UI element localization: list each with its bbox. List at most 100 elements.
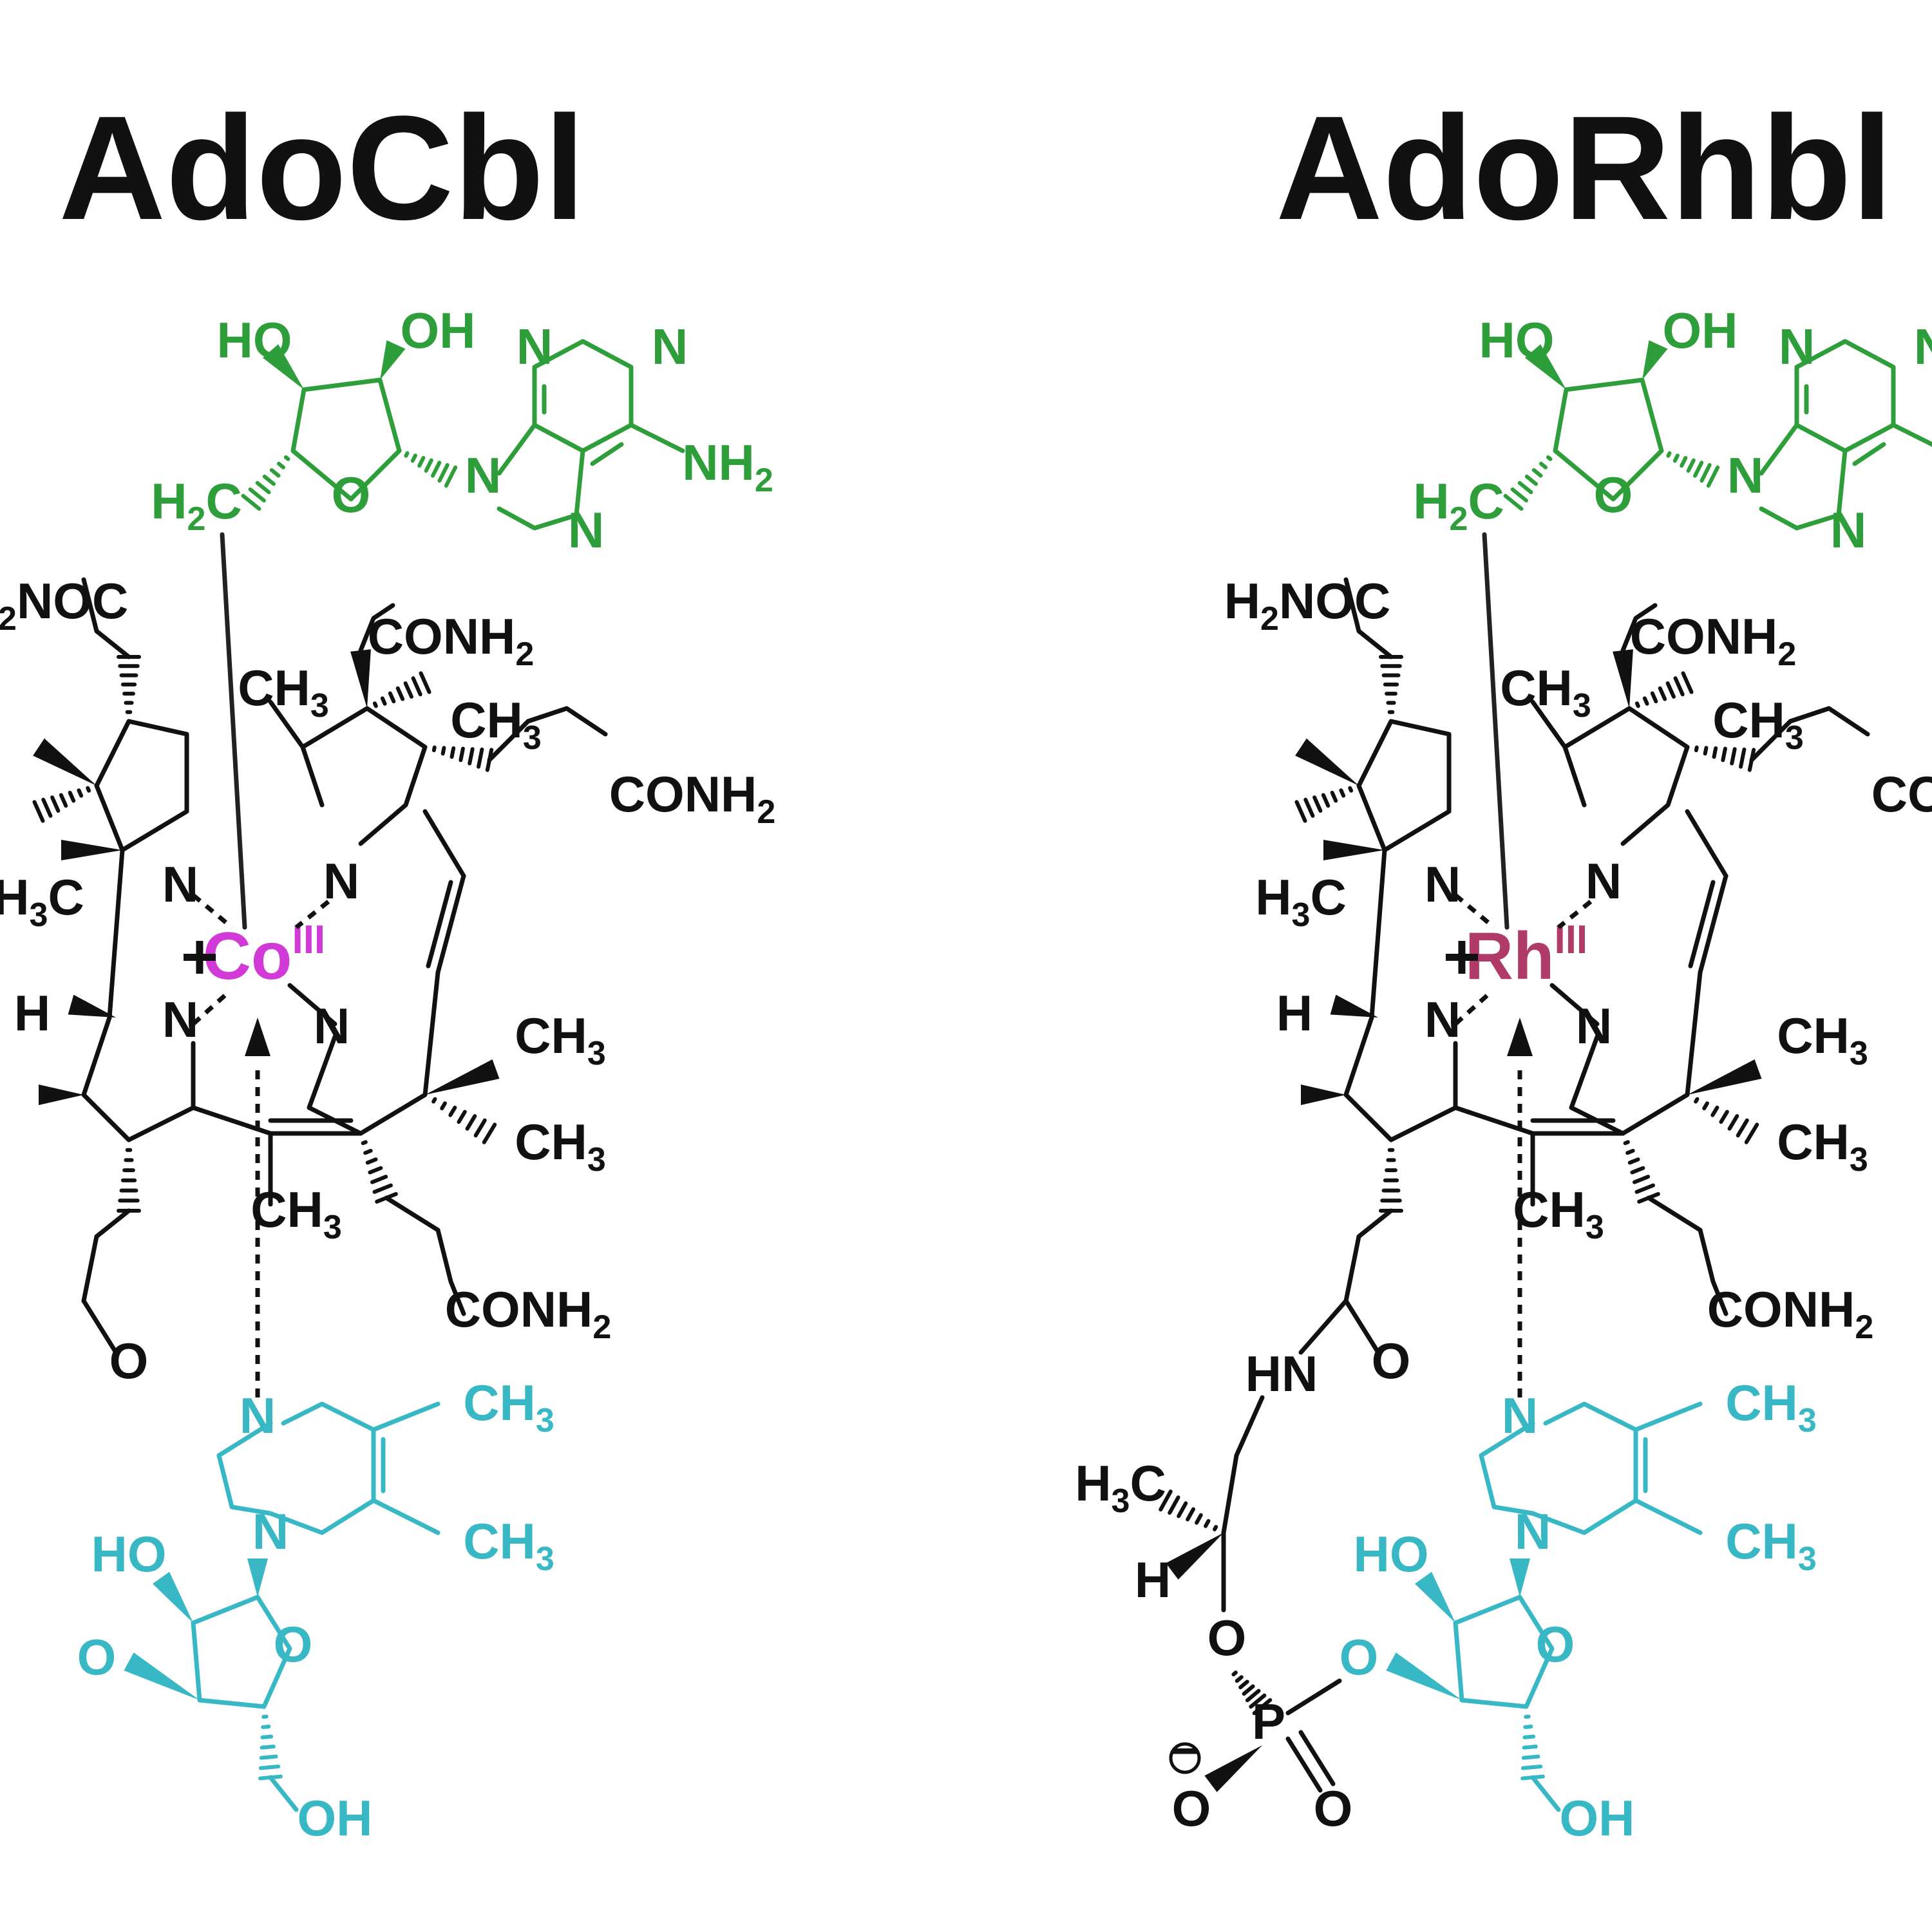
bond	[268, 1775, 299, 1812]
label-part: H	[0, 869, 30, 925]
hash-bond	[1623, 1140, 1660, 1204]
hash-stroke	[370, 1175, 388, 1184]
hydroxyl-label: HO	[1354, 1526, 1429, 1582]
ribose-oxygen: O	[1594, 466, 1633, 523]
label-part: CONH	[445, 1281, 593, 1338]
subscript: 3	[536, 1402, 554, 1439]
hash-stroke	[1521, 1754, 1540, 1760]
amide-label: CONH2	[1707, 1281, 1874, 1346]
hash-stroke	[1686, 458, 1696, 473]
subscript: 3	[536, 1540, 554, 1578]
hash-bond	[117, 1148, 141, 1213]
wedge-bond	[1642, 340, 1668, 380]
label-part: H	[1224, 573, 1260, 629]
hash-stroke	[431, 460, 442, 478]
corrin-ring: NNNNRhIII+H2NOCH3CHOCH3CONH2CH3CONH2CH3C…	[1224, 573, 1932, 1389]
hash-bond	[1503, 455, 1553, 511]
nitrogen-label: N	[652, 318, 688, 375]
hash-stroke	[1727, 1114, 1739, 1131]
hash-bond	[1159, 1490, 1218, 1531]
hash-stroke	[1658, 686, 1667, 701]
subscript: 3	[1573, 687, 1591, 724]
label-part: OH	[298, 1790, 373, 1846]
nitrogen-label: N	[1425, 856, 1461, 913]
subscript: 3	[587, 1141, 606, 1179]
pyrimidine-ring	[1794, 339, 1896, 453]
label-part: N	[162, 856, 198, 913]
double-bond	[590, 442, 624, 466]
bond	[1530, 1775, 1561, 1812]
hash-stroke	[1531, 468, 1543, 478]
bond	[1685, 809, 1728, 878]
bond	[1285, 1678, 1342, 1716]
ado-metal-bond	[1482, 532, 1510, 930]
hash-stroke	[1625, 1148, 1635, 1155]
hash-stroke	[444, 465, 458, 488]
hash-stroke	[1252, 1698, 1273, 1716]
amide-label: CONH2	[609, 766, 776, 831]
bond	[1234, 1395, 1265, 1458]
label-part: C	[1468, 473, 1504, 529]
label-part: NOC	[17, 573, 128, 629]
nitrogen-label: N	[314, 998, 350, 1054]
metal-center: RhIII	[1465, 918, 1587, 994]
hash-stroke	[477, 747, 484, 769]
subscript: 3	[1798, 1402, 1817, 1439]
coordination-bond	[1557, 900, 1593, 929]
label-part: H	[1255, 869, 1291, 925]
double-bond	[1688, 880, 1716, 969]
hash-stroke	[1242, 1684, 1255, 1696]
hash-stroke	[1693, 460, 1704, 478]
hash-bond	[258, 1714, 283, 1781]
bond	[371, 1401, 440, 1432]
label-part: N	[568, 502, 604, 558]
wedge-bond	[380, 340, 406, 380]
label-part: NH	[682, 434, 755, 491]
hash-stroke	[1348, 786, 1354, 793]
label-part: H	[151, 473, 187, 529]
hash-stroke	[1204, 1519, 1211, 1528]
bond	[1633, 1498, 1703, 1535]
subscript: 3	[587, 1035, 606, 1072]
hash-stroke	[1539, 461, 1548, 469]
wedge-bond	[425, 1059, 500, 1095]
phosphorus-label: P	[1252, 1693, 1285, 1750]
hash-stroke	[365, 1157, 378, 1165]
nitrogen-label: N	[465, 447, 501, 504]
hash-stroke	[1522, 1745, 1538, 1750]
hash-stroke	[404, 451, 410, 458]
hash-stroke	[1650, 691, 1658, 704]
nitrogen-label: N	[1830, 502, 1866, 558]
hash-stroke	[1195, 1513, 1203, 1525]
panel-title: AdoCbl	[59, 85, 585, 251]
label-part: HO	[217, 312, 292, 368]
nitrogen-label: N	[240, 1387, 276, 1444]
label-part: CONH	[1630, 608, 1778, 665]
imidazole-ring	[1759, 422, 1848, 531]
hash-bond	[1666, 451, 1720, 488]
label-part: N	[314, 998, 350, 1054]
hash-stroke	[1719, 1110, 1729, 1124]
hash-stroke	[1249, 1693, 1267, 1709]
negative-charge	[1169, 1742, 1201, 1774]
subscript: 2	[1855, 1309, 1873, 1346]
double-bond	[81, 1298, 118, 1355]
hash-stroke	[1706, 465, 1720, 488]
hash-stroke	[437, 463, 450, 483]
wedge-bond	[61, 840, 122, 860]
hydroxyl-label: OH	[1560, 1790, 1635, 1846]
hash-stroke	[1168, 1495, 1180, 1515]
label-part: C	[1310, 869, 1346, 925]
hash-stroke	[1736, 1118, 1749, 1138]
coordination-bond	[1454, 893, 1496, 929]
amide-label: CONH2	[1630, 608, 1797, 673]
hash-stroke	[417, 456, 426, 468]
carbonyl-oxygen: O	[109, 1332, 149, 1389]
methyl-label: CH3	[1513, 1181, 1604, 1246]
hash-stroke	[269, 468, 281, 478]
hash-bond	[1520, 1714, 1545, 1781]
side-chain	[1620, 603, 1658, 653]
hash-stroke	[388, 691, 396, 704]
hash-stroke	[372, 701, 378, 708]
